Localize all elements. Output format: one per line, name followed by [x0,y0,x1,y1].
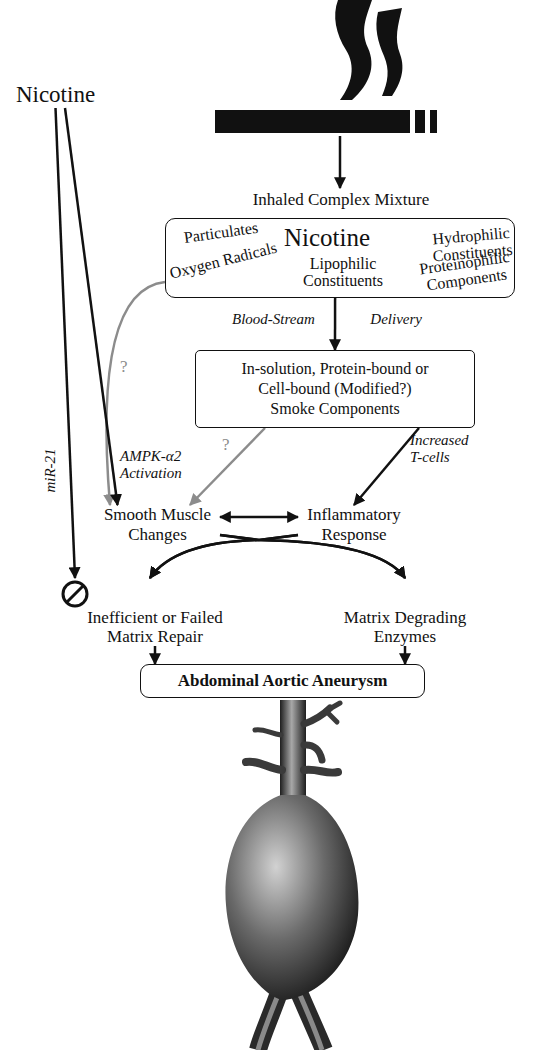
process-box: In-solution, Protein-bound or Cell-bound… [195,350,475,428]
iliac-artery [298,990,324,1050]
connector-arrow [354,428,419,505]
connector-arrow [190,428,265,505]
cigarette-illustration [215,0,437,133]
inhibition-bar [67,586,83,602]
connector-arrow [154,646,157,664]
renal-artery [246,762,282,770]
iliac-highlight [258,995,278,1050]
iliac-artery [258,990,280,1050]
branch-artery [255,730,281,735]
node-text: Matrix Degrading Enzymes [330,608,480,646]
cigarette-band [415,110,425,133]
connector-arrow [56,108,76,578]
effect-label: Smooth Muscle Changes [95,505,220,545]
node-text: Inefficient or Failed Matrix Repair [73,608,238,646]
edge-label: ? [222,436,230,453]
smoke-plume [376,8,402,96]
node-text: Nicotine [8,82,103,108]
node-subtext: Proteinophilic Components [414,247,518,295]
cigarette-body [215,110,410,133]
edge-label: miR-21 [42,448,59,492]
edge-label: Blood-Stream Delivery [232,311,422,328]
branch-artery [326,711,337,722]
mixture-box: Inhaled Complex MixtureParticulatesNicot… [165,218,515,298]
mechanism-label: Inefficient or Failed Matrix Repair [55,578,255,646]
aneurysm-illustration [225,700,358,1050]
cigarette-band [430,110,437,133]
branch-artery [304,745,322,760]
source-label: Nicotine [8,82,103,108]
edge-label: Increased T-cells [410,432,482,466]
node-text: In-solution, Protein-bound or Cell-bound… [235,359,435,419]
connector-arrow [404,646,407,664]
connector-arrow [220,516,298,519]
edge-label: ? [120,358,128,375]
node-subtext: Particulates [183,219,259,246]
aorta-tube [280,700,306,804]
node-text: Smooth Muscle Changes [95,505,220,545]
inhibition-symbol [63,582,87,606]
edge-label: AMPK-α2 Activation [120,448,194,482]
inhibition-circle [63,582,87,606]
effect-label: Inflammatory Response [298,505,410,545]
node-text: Inhaled Complex Mixture [166,191,516,209]
smoke-plume [335,0,372,100]
node-subtext: Lipophilic Constituents [298,255,388,289]
iliac-highlight [300,995,322,1050]
connector-arrow [65,108,118,505]
node-subtext: Nicotine [284,225,370,251]
smoke-arrow [339,136,342,188]
outcome-box: Abdominal Aortic Aneurysm [140,664,425,698]
aneurysm-sac [225,795,358,1000]
node-text: Abdominal Aortic Aneurysm [141,665,424,696]
node-text: Inflammatory Response [298,505,410,545]
renal-artery [304,770,338,773]
mechanism-label: Matrix Degrading Enzymes [330,578,480,646]
